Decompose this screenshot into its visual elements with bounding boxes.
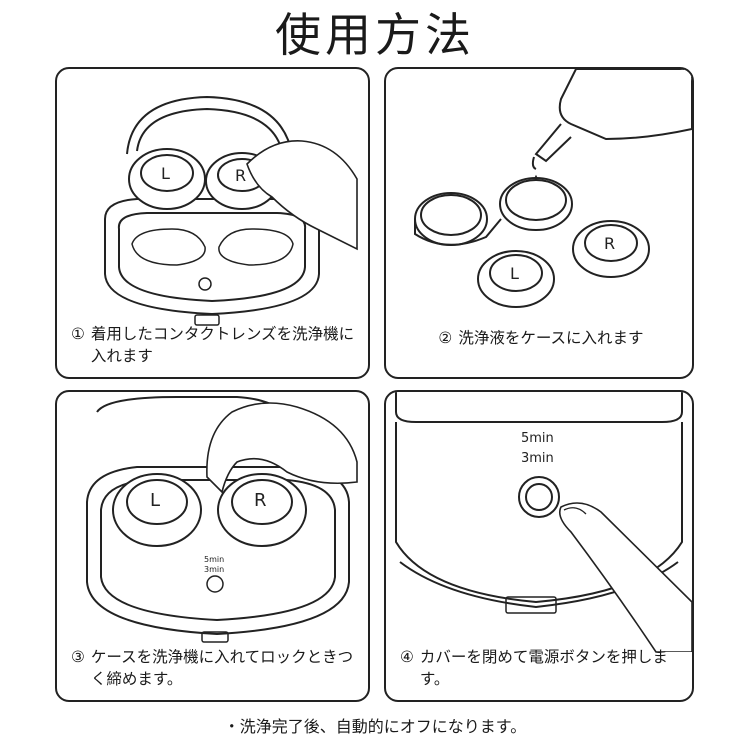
step-text: 洗浄液をケースに入れます (458, 329, 644, 347)
step-text: ケースを洗浄機に入れてロックときつく締めます。 (90, 648, 354, 688)
lens-label-r: R (235, 166, 246, 185)
step-2-caption: ② 洗浄液をケースに入れます (400, 327, 682, 349)
lens-label-r: R (254, 490, 267, 511)
step-1-panel: L R ① 着用したコンタクトレンズを洗浄機に入れます (55, 67, 370, 379)
step-text: カバーを閉めて電源ボタンを押します。 (419, 648, 668, 688)
timer-label-3: 3min (521, 451, 554, 466)
lens-label-r: R (604, 234, 615, 253)
timer-label-3: 3min (204, 565, 224, 574)
step-number: ① (71, 325, 85, 343)
step-number: ② (438, 329, 453, 347)
step-3-caption: ③ ケースを洗浄機に入れてロックときつく締めます。 (71, 646, 358, 690)
step-3-panel: L R 5min 3min ③ ケースを洗浄機に入れてロックときつく締めます。 (55, 390, 370, 702)
step-text: 着用したコンタクトレンズを洗浄機に入れます (90, 325, 355, 365)
step-2-panel: L R ② 洗浄液をケースに入れます (384, 67, 694, 379)
lens-label-l: L (150, 490, 160, 511)
step-number: ③ (71, 648, 85, 666)
step-4-illustration: 5min 3min (395, 392, 692, 652)
step-1-caption: ① 着用したコンタクトレンズを洗浄機に入れます (71, 323, 358, 367)
step-1-illustration: L R (104, 95, 358, 326)
timer-label-5: 5min (204, 555, 224, 564)
page-title: 使用方法 (275, 8, 475, 62)
step-4-caption: ④ カバーを閉めて電源ボタンを押します。 (400, 646, 682, 690)
step-3-illustration: L R 5min 3min (86, 396, 358, 643)
step-number: ④ (400, 648, 414, 666)
lens-label-l: L (161, 164, 170, 183)
timer-label-5: 5min (521, 431, 554, 446)
step-4-panel: 5min 3min ④ カバーを閉めて電源ボタンを押します。 (384, 390, 694, 702)
lens-label-l: L (510, 264, 519, 283)
footnote: ・洗浄完了後、自動的にオフになります。 (223, 717, 527, 736)
step-2-illustration: L R (414, 69, 692, 308)
